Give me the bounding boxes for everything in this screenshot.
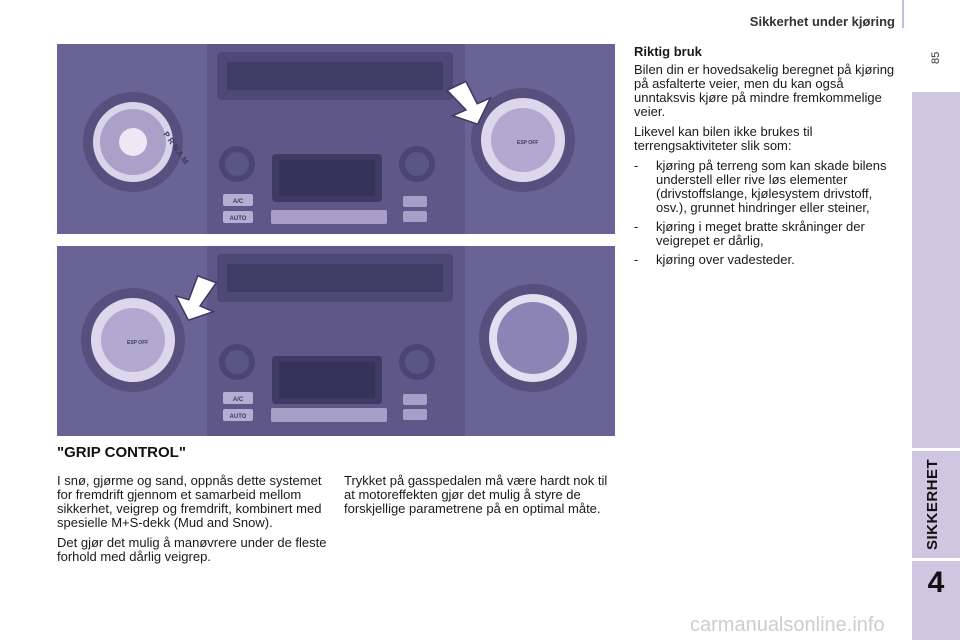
list-item-text: kjøring over vadesteder. — [656, 252, 795, 267]
paragraph: Trykket på gasspedalen må være hardt nok… — [344, 473, 608, 516]
dashboard-photo-top: A/C AUTO P R N A M ESP OFF — [57, 44, 615, 234]
bullet-dash: - — [634, 219, 639, 234]
svg-text:ESP OFF: ESP OFF — [127, 340, 148, 346]
list-item-text: kjøring i meget bratte skråninger der ve… — [656, 219, 865, 248]
header-divider — [902, 0, 904, 28]
paragraph: Bilen din er hovedsakelig beregnet på kj… — [634, 62, 895, 119]
list-item: - kjøring over vadesteder. — [634, 253, 906, 267]
section-title: "GRIP CONTROL" — [57, 444, 186, 461]
correct-use-column: Riktig bruk Bilen din er hovedsakelig be… — [634, 44, 906, 272]
subheading: Riktig bruk — [634, 44, 702, 59]
watermark: carmanualsonline.info — [690, 614, 885, 636]
chapter-side-tab — [912, 92, 960, 640]
side-tab-divider — [912, 558, 960, 561]
intro-column: I snø, gjørme og sand, oppnås dette syst… — [57, 474, 327, 570]
list-item: - kjøring på terreng som kan skade bilen… — [634, 159, 906, 215]
svg-text:A/C: A/C — [233, 397, 244, 403]
svg-text:AUTO: AUTO — [230, 414, 247, 420]
svg-text:AUTO: AUTO — [230, 216, 247, 222]
bullet-dash: - — [634, 158, 639, 173]
bullet-dash: - — [634, 252, 639, 267]
svg-text:ESP OFF: ESP OFF — [517, 140, 538, 146]
paragraph: Likevel kan bilen ikke brukes til terren… — [634, 124, 813, 153]
side-tab-divider — [912, 448, 960, 451]
chapter-number: 4 — [927, 566, 945, 599]
list-item-text: kjøring på terreng som kan skade bilens … — [656, 158, 887, 215]
paragraph: Det gjør det mulig å manøvrere under de … — [57, 535, 327, 564]
paragraph: I snø, gjørme og sand, oppnås dette syst… — [57, 473, 322, 530]
chapter-label: SIKKERHET — [924, 458, 941, 550]
page-number: 85 — [930, 51, 942, 64]
pedal-column: Trykket på gasspedalen må være hardt nok… — [344, 474, 619, 522]
list-item: - kjøring i meget bratte skråninger der … — [634, 220, 906, 248]
dashboard-photo-bottom: A/C AUTO ESP OFF — [57, 246, 615, 436]
running-header: Sikkerhet under kjøring — [749, 14, 895, 29]
svg-text:A/C: A/C — [233, 199, 244, 205]
